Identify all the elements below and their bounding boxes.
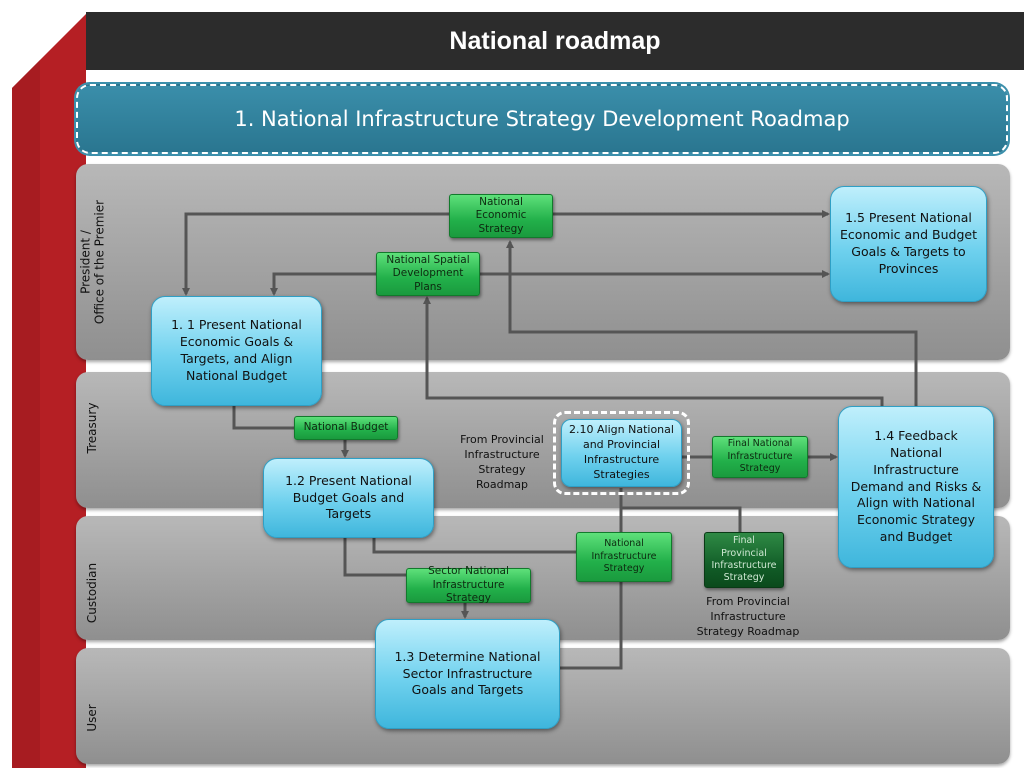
connector-1-3-to-nis xyxy=(560,582,623,670)
connector-nsdp-to-1-1 xyxy=(270,272,376,296)
step-1-2-box[interactable]: 1.2 Present National Budget Goals and Ta… xyxy=(263,458,434,538)
doc-sector-national-infrastructure-strategy[interactable]: Sector National Infrastructure Strategy xyxy=(406,565,531,604)
connector-nes-to-1-1 xyxy=(182,212,449,296)
connector-1-2-to-nis xyxy=(372,538,576,554)
roadmap-subtitle-text: 1. National Infrastructure Strategy Deve… xyxy=(234,107,850,131)
note-from-provincial-left: From Provincial Infrastructure Strategy … xyxy=(460,433,544,491)
note-from-provincial-bottom: From Provincial Infrastructure Strategy … xyxy=(696,595,800,638)
step-1-4-box[interactable]: 1.4 Feedback National Infrastructure Dem… xyxy=(838,406,994,568)
doc-final-provincial-infrastructure-strategy[interactable]: Final Provincial Infrastructure Strategy xyxy=(704,532,784,588)
step-1-5-box[interactable]: 1.5 Present National Economic and Budget… xyxy=(830,186,987,302)
connector-1-1-to-budget xyxy=(232,406,294,430)
doc-national-budget[interactable]: National Budget xyxy=(294,416,398,440)
doc-final-national-infrastructure-strategy[interactable]: Final National Infrastructure Strategy xyxy=(712,436,808,478)
connector-1-2-to-sector xyxy=(343,538,406,577)
connector-1-4-to-nes xyxy=(506,240,918,406)
step-2-10-box[interactable]: 2.10 Align National and Provincial Infra… xyxy=(561,419,682,487)
roadmap-subtitle: 1. National Infrastructure Strategy Deve… xyxy=(76,84,1008,154)
doc-national-spatial-development-plans[interactable]: National Spatial Development Plans xyxy=(376,252,480,296)
doc-national-infrastructure-strategy[interactable]: National Infrastructure Strategy xyxy=(576,532,672,582)
step-1-3-box[interactable]: 1.3 Determine National Sector Infrastruc… xyxy=(375,619,560,729)
page-title: National roadmap xyxy=(86,12,1024,70)
step-1-1-box[interactable]: 1. 1 Present National Economic Goals & T… xyxy=(151,296,322,406)
doc-national-economic-strategy[interactable]: National Economic Strategy xyxy=(449,194,553,238)
step-2-10-highlight xyxy=(553,411,690,495)
connector-final-prov-to-2-10 xyxy=(621,506,742,532)
connector-1-4-to-nsdp xyxy=(423,296,884,406)
